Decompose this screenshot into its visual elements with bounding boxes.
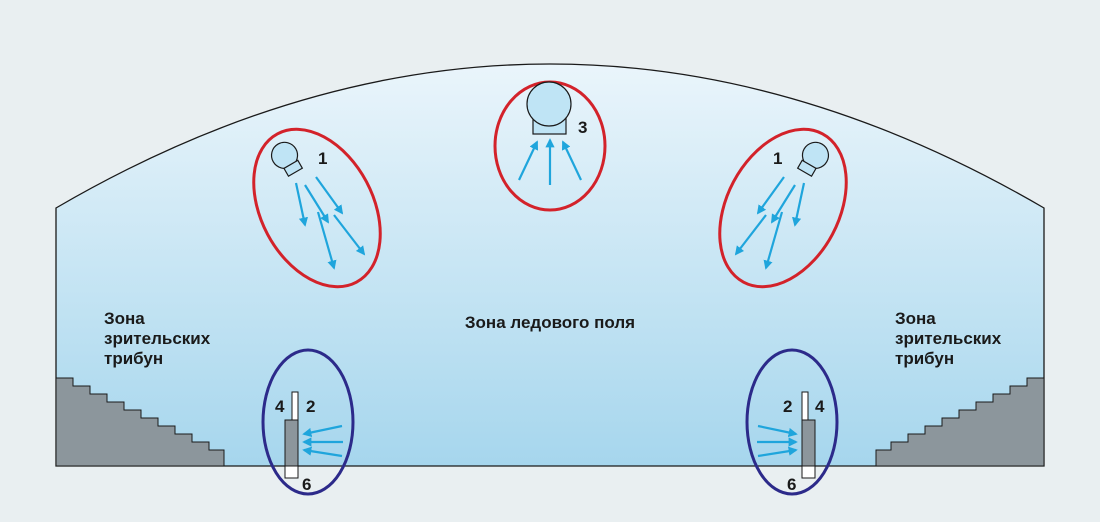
red-ring-left (252, 127, 382, 289)
lamp-icon (270, 141, 304, 177)
label-1-right: 1 (773, 149, 782, 168)
label-2-left: 2 (306, 397, 315, 416)
stands-right-line-1: Зона (895, 309, 936, 328)
label-6-right: 6 (787, 475, 796, 494)
label-6-left: 6 (302, 475, 311, 494)
label-1-left: 1 (318, 149, 327, 168)
stands-right-label: Зона зрительских трибун (895, 309, 1002, 368)
arrow-icon (518, 138, 582, 185)
board-sensor-right-group: 2 4 6 (745, 348, 839, 496)
arrow-icon (302, 424, 343, 458)
board-panel-icon (284, 391, 299, 479)
label-3: 3 (578, 118, 587, 137)
stands-right-line-3: трибун (895, 349, 954, 368)
board-panel-icon (801, 391, 816, 479)
red-ring-right (718, 127, 848, 289)
stands-left-line-1: Зона (104, 309, 145, 328)
arena-outline (55, 63, 1045, 467)
lamp-icon (526, 81, 572, 135)
stands-left-line-3: трибун (104, 349, 163, 368)
stands-left-label: Зона зрительских трибун (104, 309, 211, 368)
ceiling-lamp-right-group: 1 (718, 127, 848, 289)
ceiling-lamp-left-group: 1 (252, 127, 382, 289)
label-4-right: 4 (815, 397, 825, 416)
arrow-icon (734, 176, 806, 270)
stands-left (55, 377, 225, 467)
blue-ring-left (261, 348, 355, 496)
stands-left-line-2: зрительских (104, 329, 211, 348)
label-4-left: 4 (275, 397, 285, 416)
arrow-icon (294, 176, 366, 270)
board-sensor-left-group: 4 2 6 (261, 348, 355, 496)
stands-right (875, 377, 1045, 467)
ceiling-lamp-center-group: 3 (493, 80, 607, 212)
stands-right-line-2: зрительских (895, 329, 1002, 348)
arrow-icon (757, 424, 798, 458)
label-2-right: 2 (783, 397, 792, 416)
ice-field-label: Зона ледового поля (465, 313, 635, 332)
blue-ring-right (745, 348, 839, 496)
lamp-icon (796, 141, 830, 177)
